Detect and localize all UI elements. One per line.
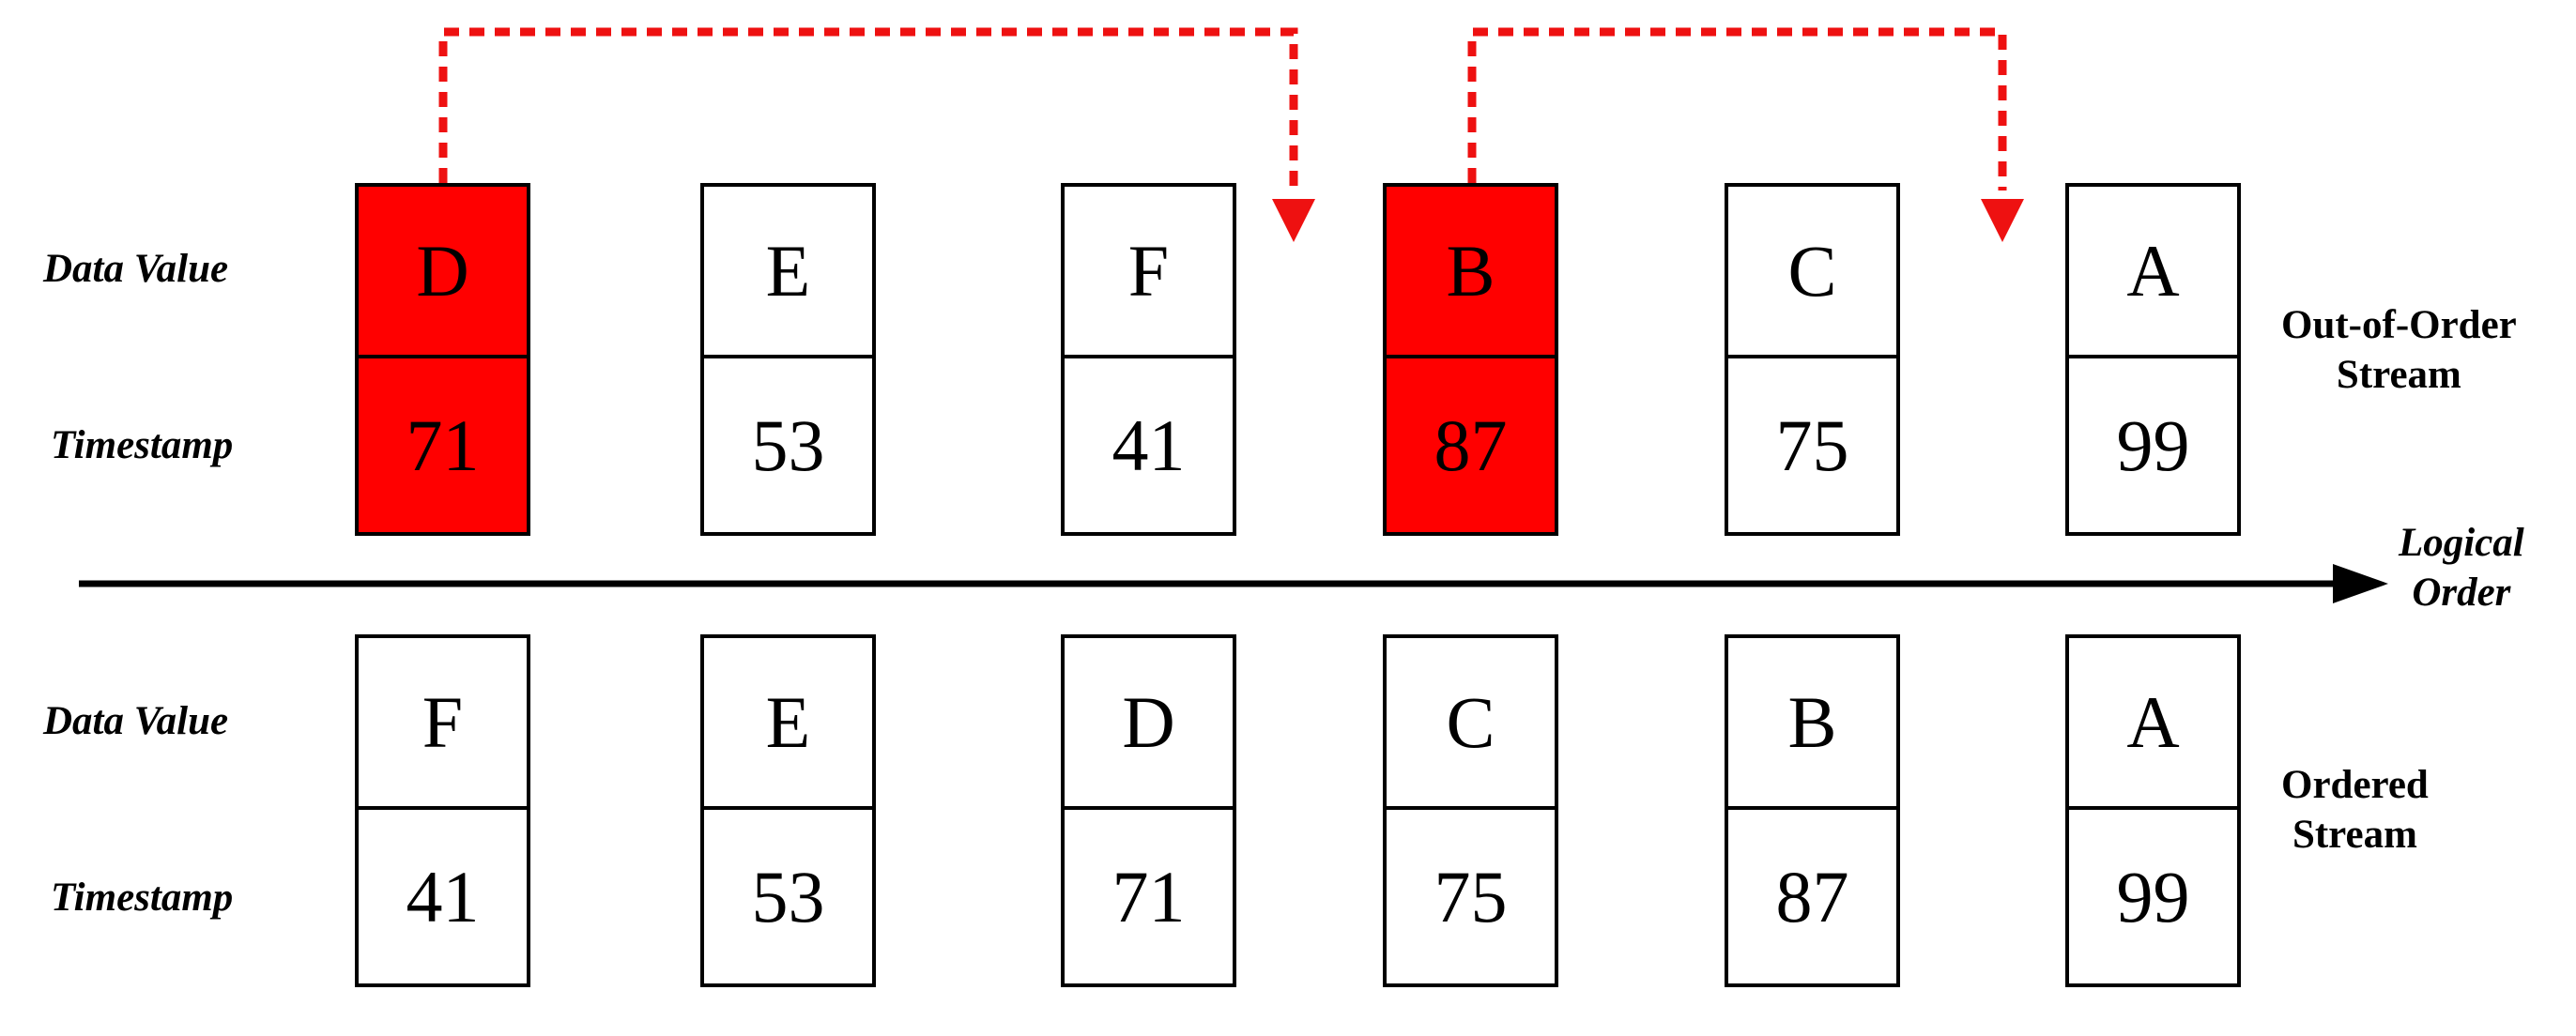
out-of-order-item-3-value: F: [1061, 183, 1236, 358]
out-of-order-item-3-timestamp: 41: [1061, 358, 1236, 536]
ordered-stream-label-line1: Ordered: [2281, 763, 2429, 807]
out-of-order-item-5-value: C: [1725, 183, 1900, 358]
out-of-order-item-2-timestamp: 53: [700, 358, 876, 536]
out-of-order-item-1-value: D: [355, 183, 530, 358]
ordered-item-1-timestamp: 41: [355, 810, 530, 987]
out-of-order-timestamp-label: Timestamp: [51, 423, 234, 467]
ordered-stream-label: Ordered Stream: [2281, 760, 2429, 861]
ordered-item-3-value: D: [1061, 634, 1236, 810]
out-of-order-item-2-value: E: [700, 183, 876, 358]
ordered-item-2-value: E: [700, 634, 876, 810]
logical-order-axis-label-line2: Order: [2412, 571, 2511, 616]
out-of-order-stream-label-line1: Out-of-Order: [2281, 303, 2517, 347]
reorder-arrow-b-path: [1467, 27, 2007, 190]
out-of-order-data-value-label: Data Value: [43, 247, 229, 291]
out-of-order-item-5-timestamp: 75: [1725, 358, 1900, 536]
out-of-order-item-4-timestamp: 87: [1383, 358, 1558, 536]
out-of-order-item-4-value: B: [1383, 183, 1558, 358]
ordered-item-3-timestamp: 71: [1061, 810, 1236, 987]
ordered-item-5-timestamp: 87: [1725, 810, 1900, 987]
reorder-arrow-d-path: [438, 27, 1298, 190]
out-of-order-stream-label: Out-of-Order Stream: [2281, 300, 2517, 401]
out-of-order-item-6-timestamp: 99: [2065, 358, 2241, 536]
out-of-order-stream-label-line2: Stream: [2336, 353, 2461, 398]
out-of-order-item-1-timestamp: 71: [355, 358, 530, 536]
out-of-order-item-6-value: A: [2065, 183, 2241, 358]
logical-order-axis-label: Logical Order: [2399, 518, 2524, 618]
ordered-item-1-value: F: [355, 634, 530, 810]
logical-order-axis-label-line1: Logical: [2399, 521, 2524, 565]
ordered-item-4-value: C: [1383, 634, 1558, 810]
logical-order-axis-arrowhead: [2333, 564, 2388, 603]
ordered-timestamp-label: Timestamp: [51, 876, 234, 920]
ordered-item-6-timestamp: 99: [2065, 810, 2241, 987]
ordered-item-5-value: B: [1725, 634, 1900, 810]
ordered-item-4-timestamp: 75: [1383, 810, 1558, 987]
reorder-arrow-b-arrowhead: [1981, 199, 2024, 242]
ordered-data-value-label: Data Value: [43, 699, 229, 743]
ordered-item-6-value: A: [2065, 634, 2241, 810]
ordered-stream-label-line2: Stream: [2292, 813, 2417, 858]
reorder-arrow-d-arrowhead: [1272, 199, 1315, 242]
ordered-item-2-timestamp: 53: [700, 810, 876, 987]
